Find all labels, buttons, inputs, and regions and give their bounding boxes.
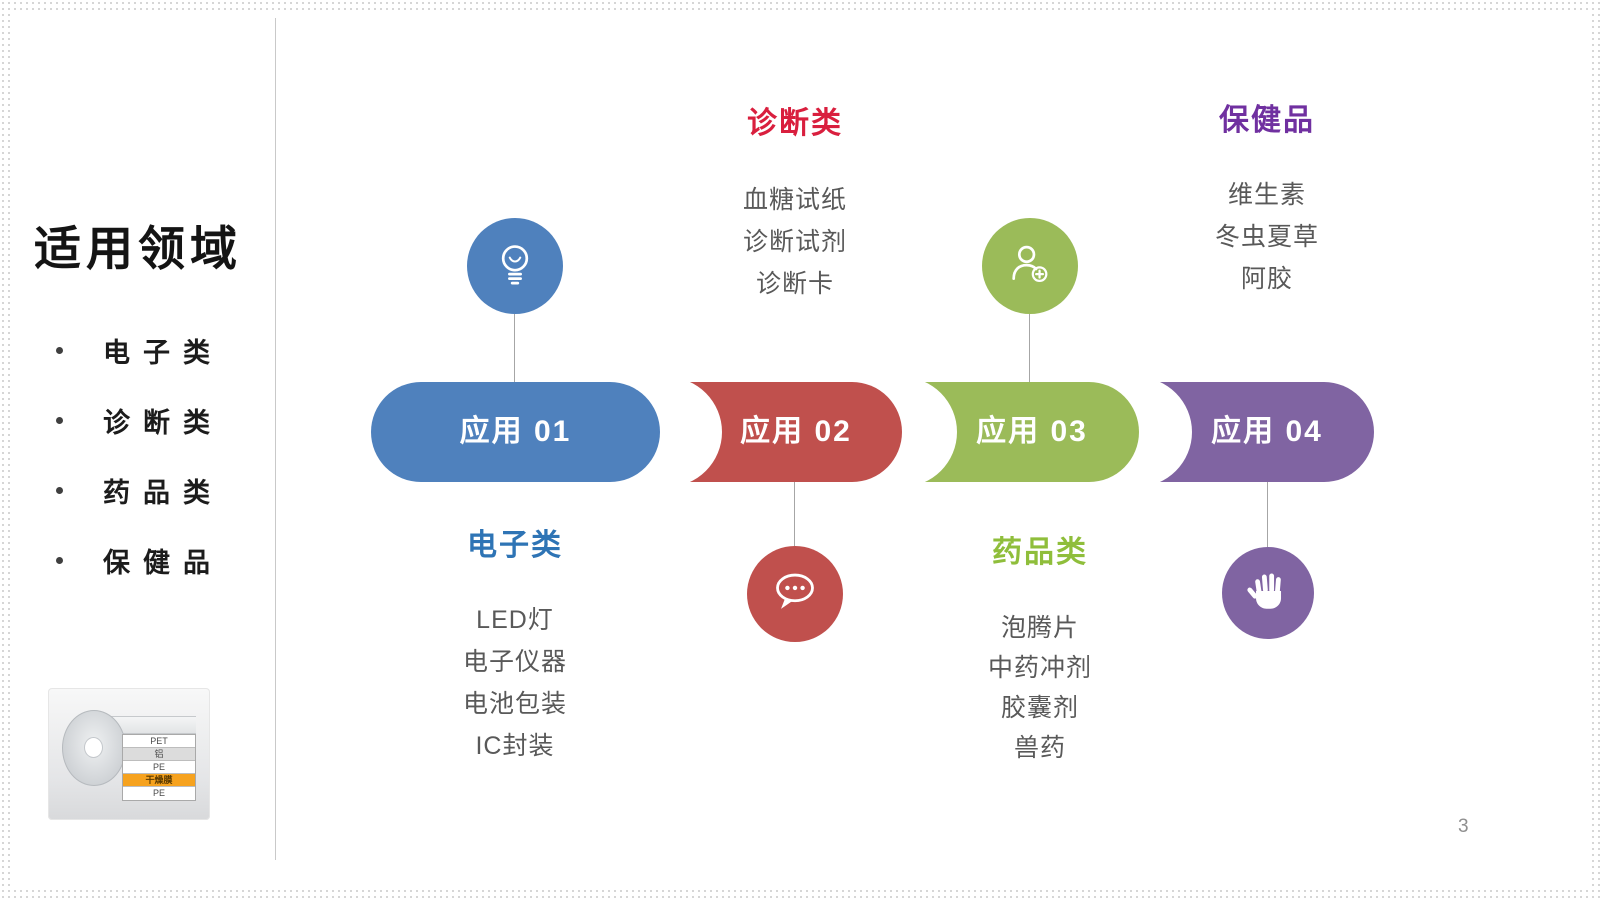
roll-core-hole: [84, 737, 103, 758]
add-user-badge: [982, 218, 1078, 314]
add-user-icon: [1003, 237, 1057, 296]
vertical-divider: [275, 18, 276, 860]
bullet-dot-icon: [56, 416, 63, 424]
list-item: LED灯: [476, 606, 554, 634]
pill-app-01: 应用 01: [371, 382, 660, 482]
roll-cylinder: [62, 710, 126, 786]
speech-bubble-badge: [747, 546, 843, 642]
roll-layer-stack: PET 铝 PE 干燥膜 PE: [122, 734, 196, 801]
list-item: 电子仪器: [462, 648, 567, 676]
bullet-dot-icon: [56, 486, 63, 494]
roll-layer: PET: [123, 735, 195, 748]
bullet-label: 保健品: [103, 547, 223, 578]
list-item: 兽药: [1013, 734, 1066, 762]
page-number: 3: [1458, 816, 1469, 837]
roll-layer: PE: [123, 787, 195, 800]
list-item: 诊断卡: [755, 270, 834, 298]
bullet-dot-icon: [56, 556, 63, 564]
connector-line: [794, 482, 795, 546]
pill-app-03: 应用 03: [847, 377, 1139, 487]
bullet-label: 诊断类: [103, 407, 223, 438]
connector-line: [1267, 482, 1268, 547]
page-title: 适用领域: [34, 222, 242, 275]
item-list-pharma: 泡腾片 中药冲剂 胶囊剂 兽药: [920, 608, 1160, 768]
roll-layer: PE: [123, 761, 195, 774]
list-item: 诊断试剂: [742, 228, 847, 256]
lightbulb-icon: [488, 237, 542, 296]
list-item: 药品类: [56, 455, 223, 525]
bullet-label: 药品类: [103, 477, 223, 508]
hand-badge: [1222, 547, 1314, 639]
pill-app-04: 应用 04: [1082, 377, 1374, 487]
list-item: 维生素: [1227, 181, 1306, 209]
lightbulb-badge: [467, 218, 563, 314]
item-list-diagnostics: 血糖试纸 诊断试剂 诊断卡: [675, 179, 915, 305]
label-roll-image: PET 铝 PE 干燥膜 PE: [48, 688, 210, 820]
list-item: 电子类: [56, 315, 223, 385]
connector-line: [514, 314, 515, 382]
bullet-label: 电子类: [103, 337, 223, 368]
bullet-dot-icon: [56, 346, 63, 354]
list-item: 阿胶: [1240, 265, 1293, 293]
slide: 适用领域 电子类 诊断类 药品类 保健品 PET 铝 PE 干燥膜 PE: [10, 10, 1590, 890]
list-item: 胶囊剂: [1000, 694, 1079, 722]
pill-app-02: 应用 02: [612, 377, 902, 487]
roll-layer-highlight: 干燥膜: [123, 774, 195, 787]
list-item: 血糖试纸: [742, 186, 847, 214]
list-item: 诊断类: [56, 385, 223, 455]
category-label-health: 保健品: [1219, 104, 1315, 137]
list-item: 冬虫夏草: [1214, 223, 1319, 251]
list-item: 电池包装: [462, 690, 567, 718]
sidebar-bullet-list: 电子类 诊断类 药品类 保健品: [56, 315, 223, 595]
list-item: 泡腾片: [1000, 614, 1079, 642]
list-item: 保健品: [56, 525, 223, 595]
item-list-health: 维生素 冬虫夏草 阿胶: [1147, 174, 1387, 300]
list-item: 中药冲剂: [987, 654, 1092, 682]
speech-bubble-icon: [767, 564, 823, 625]
category-label-diagnostics: 诊断类: [747, 107, 843, 140]
category-label-pharma: 药品类: [992, 536, 1088, 569]
hand-icon: [1243, 566, 1293, 621]
roll-layer: 铝: [123, 748, 195, 761]
category-label-electronics: 电子类: [467, 529, 563, 562]
connector-line: [1029, 314, 1030, 382]
item-list-electronics: LED灯 电子仪器 电池包装 IC封装: [395, 599, 635, 767]
list-item: IC封装: [475, 732, 555, 760]
